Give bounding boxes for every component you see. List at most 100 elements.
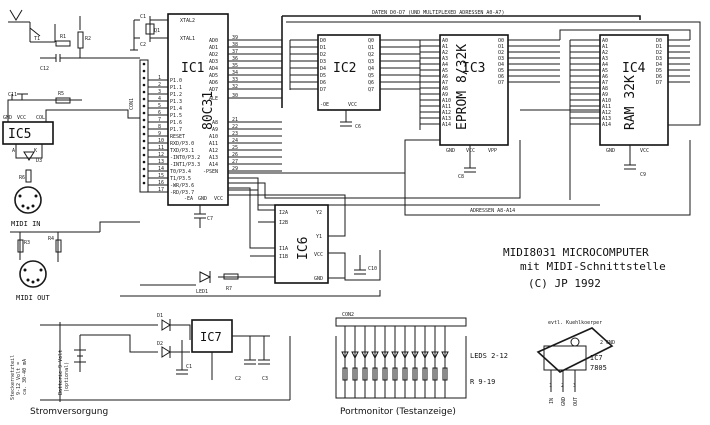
title-line2: mit MIDI-Schnittstelle	[520, 260, 666, 273]
ac-adapter-label: Steckernetzteil	[10, 355, 16, 400]
ic1-right-pin-name: ALE	[209, 96, 218, 102]
con1-pin	[142, 153, 146, 157]
ic1-pin-xtal1: XTAL1	[180, 36, 195, 42]
con1-pin	[142, 83, 146, 87]
ic4-a-pin: A7	[602, 80, 608, 86]
pm-resistor	[402, 367, 408, 381]
ic1-left-pin-name: T1/P3.5	[170, 176, 191, 182]
ic3-a-pin: A11	[442, 104, 451, 110]
midi-out-label: MIDI OUT	[16, 294, 51, 302]
con1-pin	[142, 181, 146, 185]
ic1-right-pin-num: 23	[232, 131, 238, 137]
ic1-right-pin-name: A10	[209, 134, 218, 140]
ic5-pin-k: K	[34, 148, 37, 154]
ic1-left-pin-name: -RD/P3.7	[170, 190, 194, 196]
pm-led	[361, 351, 369, 360]
ic4-gnd-label: GND	[606, 148, 615, 154]
ic4-a-pin: A1	[602, 44, 608, 50]
ic3-a-pin: A0	[442, 38, 448, 44]
ic2-vcc-label: VCC	[348, 102, 357, 108]
r2-label: R2	[85, 36, 91, 42]
pm-resistor	[442, 367, 448, 381]
data-bus-label: DATEN D0-D7 (UND MULTIPLEXED ADRESSEN A0…	[372, 10, 504, 16]
ic4-a-pin: A3	[602, 56, 608, 62]
ic2-q-pin: Q3	[368, 59, 374, 65]
pm-resistor	[422, 367, 428, 381]
ic1-right-pin-name: A8	[212, 120, 218, 126]
ic7-pin-out: OUT	[573, 397, 579, 406]
ic1-left-pin-name: P1.5	[170, 113, 182, 119]
led1-label: LED1	[196, 289, 208, 295]
ic1-pin-vcc: VCC	[214, 196, 223, 202]
ic1-part: 80C31	[201, 91, 216, 130]
ic6-pin-vcc: VCC	[314, 252, 323, 258]
led1-section: LED1 R7	[120, 271, 381, 297]
ic1-left-pin-num: 8	[158, 124, 161, 130]
ic3-part: EPROM 8/32K	[455, 44, 470, 130]
r6-label: R6	[19, 175, 25, 181]
ic2-d-pin: D1	[320, 45, 326, 51]
pm-resistor	[392, 367, 398, 381]
ic1-right-pin-num: 29	[232, 166, 238, 172]
ic2-q-pin: Q2	[368, 52, 374, 58]
ic3-a-pin: A4	[442, 62, 448, 68]
ic3-a-pin: A9	[442, 92, 448, 98]
ic7-pin2-num: 2	[561, 383, 564, 389]
ic1-left-pin-num: 7	[158, 117, 161, 123]
c7-cap: C7	[194, 205, 213, 228]
ic4-d-pin: D2	[656, 50, 662, 56]
con1-pin	[142, 90, 146, 94]
r1-label: R1	[60, 34, 66, 40]
c10-label: C10	[368, 266, 377, 272]
ic6-pin-i1b: I1B	[279, 254, 288, 260]
port-monitor: CON2 LEDS 2-12 R 9-19 Portmonitor (Testa…	[335, 312, 508, 417]
ic1-right-pin-name: A12	[209, 148, 218, 154]
d1-label: D1	[157, 313, 163, 319]
con1-pin	[142, 174, 146, 178]
pm-resistor	[412, 367, 418, 381]
ic1-right-pin-num: 27	[232, 159, 238, 165]
ic7-ref: IC7	[200, 330, 222, 344]
ic1-right-pin-num: 35	[232, 63, 238, 69]
r3-label: R3	[24, 240, 30, 246]
con1-label: CON1	[129, 98, 135, 110]
ic2-q-pin: Q0	[368, 38, 374, 44]
pm-resistor	[342, 367, 348, 381]
con1-pin	[142, 104, 146, 108]
ic4-a-pin: A10	[602, 98, 611, 104]
ic1-right-pin-name: AD0	[209, 38, 218, 44]
ic3-pins: A0A1A2A3A4A5A6A7A8A9A10A11A12A13A14O0O1O…	[420, 38, 560, 128]
ic3-ref: IC3	[462, 61, 485, 76]
q1-label: Q1	[154, 28, 160, 34]
ic1-left-pin-name: P1.2	[170, 92, 182, 98]
con1-pin	[142, 139, 146, 143]
ic4-a-pin: A11	[602, 104, 611, 110]
ic4-a-pin: A6	[602, 74, 608, 80]
ic1-left-pin-num: 12	[158, 152, 164, 158]
ic3-a-pin: A2	[442, 50, 448, 56]
ic1-left-pins: P1.01P1.12P1.23P1.34P1.45P1.56P1.67P1.78…	[148, 75, 200, 196]
ic1-right-pin-num: 33	[232, 77, 238, 83]
con1-pin	[142, 62, 146, 66]
c9-label: C9	[640, 172, 646, 178]
con1-pin	[142, 132, 146, 136]
ic1-right-pin-num: 21	[232, 117, 238, 123]
ic3-a-pin: A10	[442, 98, 451, 104]
pm-resistor	[352, 367, 358, 381]
ic1-left-pin-num: 13	[158, 159, 164, 165]
ic1-left-pin-num: 4	[158, 96, 161, 102]
ic1-left-pin-num: 14	[158, 166, 164, 172]
ic1-pin-xtal2: XTAL2	[180, 18, 195, 24]
r5-label: R5	[58, 91, 64, 97]
c12-label: C12	[40, 66, 49, 72]
con1-pin	[142, 146, 146, 150]
ic3-o-pin: O5	[498, 68, 504, 74]
pm-resistor	[362, 367, 368, 381]
ic6-chip: IC6 I2A I2B I1A I1B Y2 Y1 VCC GND C10	[228, 177, 381, 284]
ic4-d-pin: D5	[656, 68, 662, 74]
ic3-a-pin: A5	[442, 68, 448, 74]
data-bus: DATEN D0-D7 (UND MULTIPLEXED ADRESSEN A0…	[281, 10, 701, 130]
ic4-a-pin: A4	[602, 62, 608, 68]
